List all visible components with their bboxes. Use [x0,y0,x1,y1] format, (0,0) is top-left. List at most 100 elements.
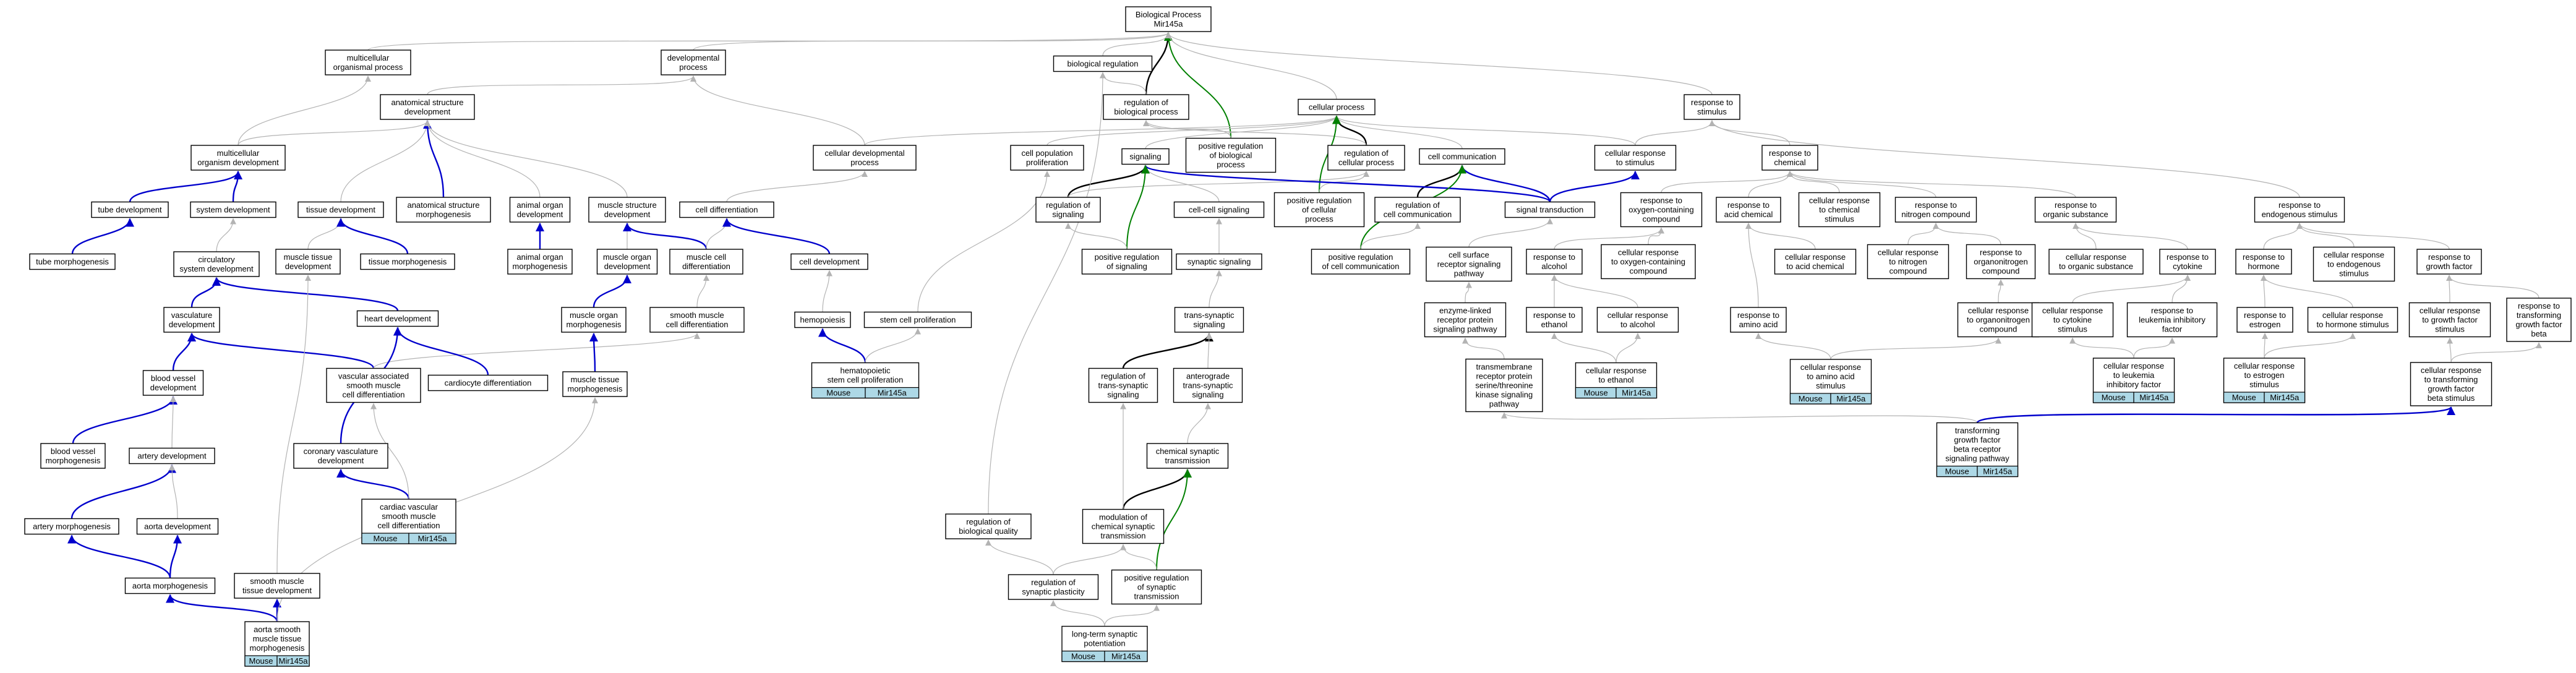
go-term-node-artery-morphogenesis[interactable]: artery morphogenesis [24,518,119,535]
go-term-node-signaling[interactable]: signaling [1121,148,1170,165]
go-term-node-tissue-development[interactable]: tissue development [297,201,384,218]
go-term-node-cell-cell-signaling[interactable]: cell-cell signaling [1173,201,1265,218]
go-term-node-hemopoiesis[interactable]: hemopoiesis [794,311,851,328]
go-term-node-cell-differentiation[interactable]: cell differentiation [679,201,774,218]
go-term-node-biological-regulation[interactable]: biological regulation [1053,55,1153,72]
go-term-node-tube-morphogenesis[interactable]: tube morphogenesis [29,253,116,270]
go-term-node-cellular-process[interactable]: cellular process [1298,98,1376,116]
go-term-node-aorta-development[interactable]: aorta development [136,518,219,535]
go-term-node-system-development[interactable]: system development [190,201,276,218]
go-term-node-cardiocyte-differentiation[interactable]: cardiocyte differentiation [427,374,549,392]
go-term-node-signal-transduction[interactable]: signal transduction [1504,201,1596,218]
go-term-node-stem-cell-proliferation[interactable]: stem cell proliferation [863,311,972,328]
go-term-node-synaptic-signaling[interactable]: synaptic signaling [1176,253,1262,270]
go-term-node-tissue-morphogenesis[interactable]: tissue morphogenesis [360,253,455,270]
go-term-node-aorta-morphogenesis[interactable]: aorta morphogenesis [124,577,216,594]
go-term-node-tube-development[interactable]: tube development [91,201,169,218]
go-term-node-cell-communication[interactable]: cell communication [1419,148,1505,165]
go-term-node-heart-development[interactable]: heart development [356,310,439,327]
